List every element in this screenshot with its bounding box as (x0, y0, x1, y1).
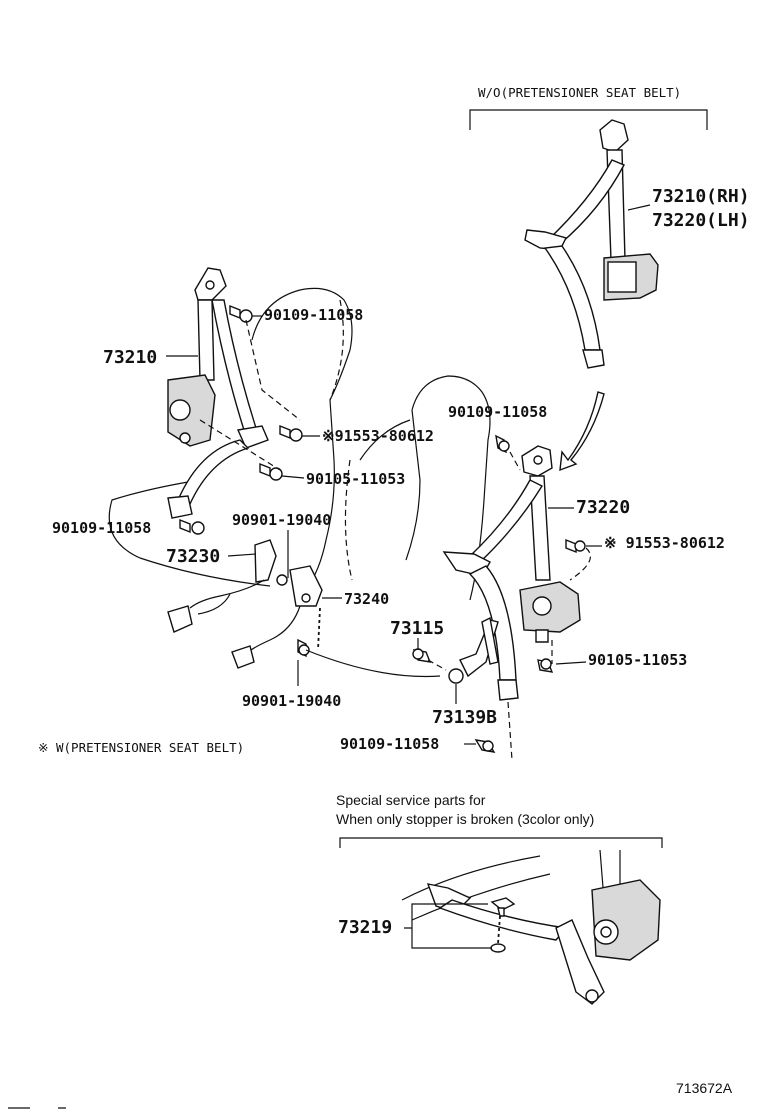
anchor-73139b (448, 616, 499, 684)
bracket-special-service (339, 837, 663, 848)
seat-belt-assembly-73210 (167, 267, 269, 519)
label-90105-a: 90105-11053 (306, 470, 405, 488)
bolt-90109-b (179, 518, 205, 535)
buckle-73230 (167, 539, 277, 633)
dash-buckle (317, 607, 321, 651)
stopper-washer (490, 943, 506, 953)
dash-right-5 (427, 659, 447, 671)
label-73240: 73240 (344, 590, 389, 608)
bolt-91553-b (565, 538, 586, 554)
bolt-73115 (412, 648, 432, 663)
label-90901-b: 90901-19040 (242, 692, 341, 710)
dash-stopper (497, 915, 501, 945)
figure-reference: 713672A (676, 1080, 733, 1096)
note-with-pretensioner: ※ W(PRETENSIONER SEAT BELT) (38, 740, 244, 755)
label-73220: 73220 (576, 497, 630, 518)
bolt-90109-d (474, 739, 496, 753)
bolt-90109-c (495, 434, 510, 454)
dash-left-1 (245, 319, 301, 421)
dash-left-3 (199, 419, 281, 471)
bolt-90901-a (276, 574, 288, 586)
label-90109-d: 90109-11058 (340, 735, 439, 753)
bolt-91553-a (279, 424, 303, 442)
label-90109-b: 90109-11058 (52, 519, 151, 537)
label-73210-rh: 73210(RH) (652, 186, 750, 207)
bracket-without-pretensioner (469, 109, 708, 130)
bolt-90109-a (229, 304, 253, 323)
label-73115: 73115 (390, 618, 444, 639)
label-90109-c: 90109-11058 (448, 403, 547, 421)
dash-right-2 (569, 547, 591, 581)
stopper-detail-illustration (401, 849, 661, 1005)
leader-90105-a (281, 475, 305, 479)
label-91553-b: ※ 91553-80612 (604, 534, 725, 552)
wire-to-anchor (305, 649, 441, 678)
leader-73219 (404, 903, 492, 949)
label-73220-lh: 73220(LH) (652, 210, 750, 231)
seat-outline-left (108, 287, 353, 591)
note-without-pretensioner: W/O(PRETENSIONER SEAT BELT) (478, 85, 681, 100)
buckle-stay-73240 (231, 565, 323, 669)
label-73230: 73230 (166, 546, 220, 567)
label-90901-a: 90901-19040 (232, 511, 331, 529)
seat-belt-assembly-without-pretensioner (524, 119, 659, 369)
label-90109-a: 90109-11058 (264, 306, 363, 324)
leader-90105-b (555, 661, 587, 665)
label-91553-a: ※91553-80612 (322, 427, 434, 445)
stopper-button (490, 897, 516, 917)
dash-right-4 (507, 701, 513, 761)
leader-73210-rh (627, 204, 651, 211)
arrow-to-retractor (559, 391, 605, 472)
label-73219: 73219 (338, 917, 392, 938)
bolt-90901-b (297, 638, 310, 658)
special-service-line1: Special service parts for (336, 792, 486, 808)
label-73139b: 73139B (432, 707, 497, 728)
leader-73230 (227, 553, 257, 557)
bolt-90105-b (537, 658, 554, 673)
dash-left-2 (329, 299, 344, 401)
label-73210: 73210 (103, 347, 157, 368)
special-service-line2: When only stopper is broken (3color only… (336, 811, 594, 827)
label-90105-b: 90105-11053 (588, 651, 687, 669)
dash-right-1 (509, 451, 521, 471)
bolt-90105-a (259, 462, 283, 481)
